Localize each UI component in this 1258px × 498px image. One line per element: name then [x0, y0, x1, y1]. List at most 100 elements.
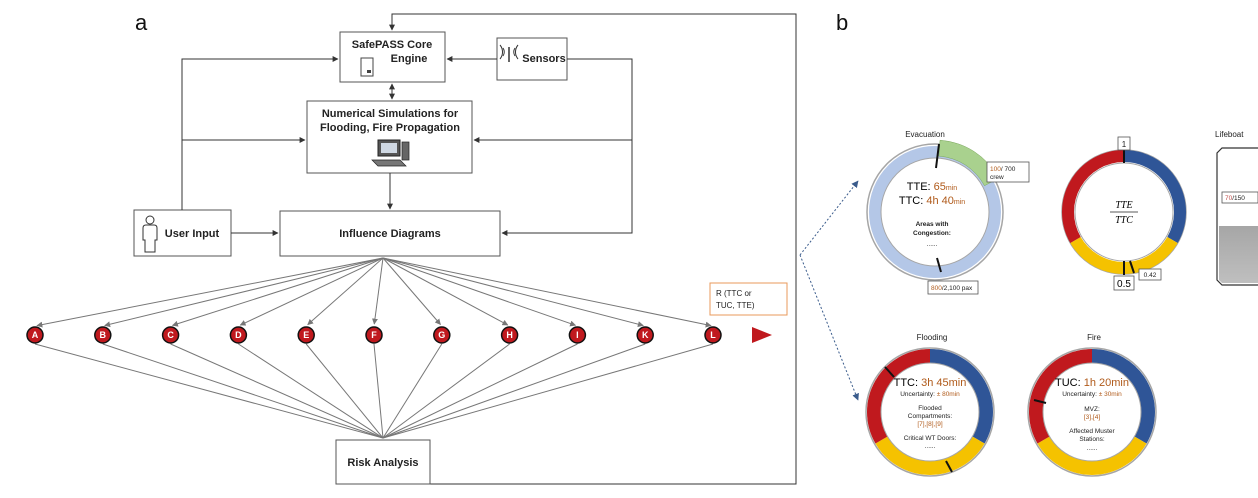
fire-segment-1	[1091, 349, 1155, 444]
node-b	[94, 326, 112, 344]
influence-box: Influence Diagrams	[279, 210, 501, 257]
timeline-arrowhead	[752, 327, 772, 343]
fire-stations-line1: Affected Muster	[1069, 428, 1115, 435]
flooding-segment-2	[875, 436, 985, 475]
node-label-d: D	[235, 330, 242, 340]
risk-line-f	[373, 343, 384, 439]
node-label-e: E	[303, 330, 309, 340]
evacuation-gauge: Evacuation TTE: 65min TTC: 4h 40min Area…	[866, 130, 1030, 295]
fan-line-c	[171, 257, 384, 327]
node-h	[500, 326, 519, 344]
fire-marker	[1033, 399, 1047, 404]
user-input-box: User Input	[133, 209, 232, 257]
node-label-k: K	[642, 330, 649, 340]
fire-ring	[1029, 349, 1155, 475]
ratio-value-label: 0.42	[1144, 272, 1157, 279]
risk-line-a	[34, 343, 384, 439]
risk-line-l	[382, 343, 714, 439]
fan-line-e	[307, 257, 384, 326]
simulations-line2: Flooding, Fire Propagation	[320, 122, 460, 134]
flooding-segment-3	[867, 349, 931, 444]
evacuation-areas-value: ......	[927, 241, 938, 248]
flooding-title: Flooding	[917, 333, 948, 342]
flooding-segment-1	[929, 349, 993, 444]
panel-a-label: a	[135, 10, 148, 35]
node-c	[161, 326, 180, 344]
node-label-c: C	[167, 330, 174, 340]
fire-segment-2	[1037, 436, 1147, 475]
node-label-i: I	[576, 330, 579, 340]
user-icon	[142, 215, 158, 253]
risk-line-i	[382, 343, 578, 439]
fan-lines-bottom	[34, 343, 714, 439]
node-label-l: L	[710, 330, 716, 340]
flooding-compartments-line1: Flooded	[918, 405, 942, 412]
fan-line-f	[371, 257, 384, 325]
flooding-gauge: Flooding TTC: 3h 45min Uncertainty: ± 80…	[865, 333, 995, 477]
flooding-compartments-value: [7],[8],[9]	[917, 421, 942, 428]
computer-icon	[371, 139, 410, 167]
node-label-f: F	[371, 330, 377, 340]
fan-line-b	[104, 257, 384, 328]
fire-uncertainty: Uncertainty: ± 30min	[1062, 391, 1122, 398]
fan-line-h	[382, 257, 509, 326]
core-engine-line1: SafePASS Core	[352, 39, 433, 51]
core-engine-box: SafePASS Core Engine	[339, 31, 446, 83]
risk-line-g	[382, 343, 443, 439]
fan-lines-top	[36, 257, 712, 328]
user-input-label: User Input	[165, 228, 220, 240]
node-d	[229, 326, 248, 344]
evacuation-progress-ring	[869, 146, 1001, 278]
ratio-bottom-marker: 0.5	[1117, 279, 1131, 290]
risk-line-b	[102, 343, 384, 439]
lifeboat-value: 70/150	[1225, 195, 1245, 202]
evacuation-pax: 800/2,100 pax	[931, 285, 973, 292]
core-engine-line2: Engine	[391, 53, 428, 65]
node-l	[704, 326, 722, 344]
antenna-icon	[499, 44, 519, 62]
feedback-loop-line	[382, 13, 797, 485]
simulations-line1: Numerical Simulations for	[322, 108, 459, 120]
fire-tuc: TUC: 1h 20min	[1055, 377, 1129, 389]
ratio-gauge: TTE TTC 1 0.5 0.42	[1061, 136, 1187, 291]
flooding-marker	[884, 366, 895, 378]
fan-line-l	[382, 257, 712, 328]
fire-stations-value: ......	[1087, 445, 1098, 452]
node-k	[636, 326, 654, 344]
ratio-denominator: TTC	[1115, 215, 1133, 226]
flooding-ttc: TTC: 3h 45min	[894, 377, 967, 389]
output-line1: R (TTC or	[716, 289, 752, 298]
output-line2: TUC, TTE)	[716, 301, 755, 310]
node-label-b: B	[100, 330, 107, 340]
fire-mvz-value: [3],[4]	[1084, 414, 1100, 421]
node-label-a: A	[32, 330, 39, 340]
risk-line-c	[170, 343, 384, 439]
fire-stations-line2: Stations:	[1079, 436, 1104, 443]
flow-connections	[181, 56, 633, 236]
fire-segment-3	[1029, 349, 1093, 444]
node-a	[26, 326, 44, 344]
evacuation-marker-top	[935, 143, 940, 169]
fire-mvz-label: MVZ:	[1084, 406, 1100, 413]
risk-analysis-label: Risk Analysis	[347, 457, 418, 469]
risk-line-d	[238, 343, 384, 439]
sensors-box: Sensors	[496, 37, 568, 81]
output-box: R (TTC or TUC, TTE)	[709, 282, 788, 316]
ratio-segment-3	[1062, 150, 1125, 243]
flooding-uncertainty: Uncertainty: ± 80min	[900, 391, 960, 398]
flooding-ring	[867, 349, 993, 475]
connector-to-evacuation	[799, 180, 859, 256]
node-label-g: G	[438, 330, 445, 340]
evacuation-crew: 100/ 700	[990, 166, 1016, 173]
panel-b-label: b	[836, 10, 848, 35]
lifeboat-title: Lifeboat	[1215, 130, 1244, 139]
fan-line-k	[382, 257, 644, 328]
risk-line-e	[305, 343, 384, 439]
ratio-segment-1	[1123, 150, 1186, 243]
lifeboat-fill	[1219, 226, 1258, 283]
ratio-value-marker	[1129, 260, 1135, 274]
evacuation-areas-line1: Areas with	[916, 221, 949, 228]
node-g	[433, 326, 451, 344]
evacuation-ttc: TTC: 4h 40min	[899, 195, 965, 207]
